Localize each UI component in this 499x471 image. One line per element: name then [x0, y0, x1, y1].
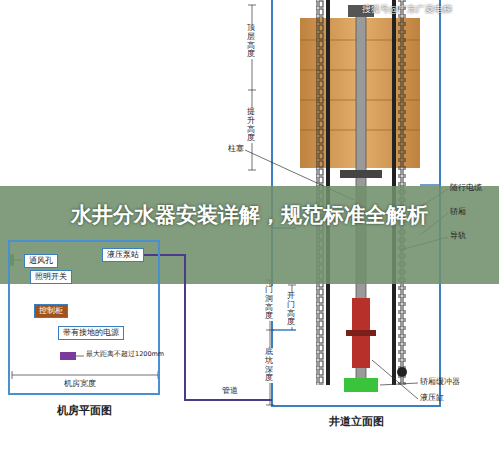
region-box: 机房平面图通风孔照明开关液压泵站控制柜带有接地的电源	[8, 240, 160, 395]
part-label: 最大距离不超过1200mm	[86, 351, 164, 359]
dimension-label: 提升高度	[247, 108, 255, 143]
dimension-label: 开门高度	[287, 292, 295, 327]
label-box: 通风孔	[24, 254, 58, 268]
part-name: 液压泵站	[107, 250, 139, 260]
part-name: 带有接地的电源	[63, 328, 119, 338]
plan-title: 机房平面图	[10, 403, 158, 418]
part-label: 液压缸	[420, 393, 444, 403]
page-title: 水井分水器安装详解，规范标准全解析	[20, 200, 479, 230]
label-box: 带有接地的电源	[58, 326, 124, 340]
pipe-label: 管道	[220, 386, 240, 396]
pipe-line	[144, 255, 272, 400]
plan-title: 井道立面图	[274, 414, 438, 429]
dimension-label: 顶层高度	[247, 24, 255, 59]
dimension-label: 门洞高度	[265, 286, 273, 321]
part-label: 轿厢缓冲器	[420, 377, 460, 387]
part-label: 机房宽度	[62, 379, 98, 389]
watermark: 搜狐号@广东广菱电梯	[362, 4, 452, 15]
part-label: 随行电缆	[450, 183, 482, 193]
label-box: 控制柜	[34, 304, 68, 318]
part-label: 轿厢	[450, 207, 466, 217]
dimension-label: 底坑深度	[265, 348, 273, 383]
region-box: 井道立面图	[272, 0, 440, 406]
part-name: 通风孔	[29, 256, 53, 266]
part-label: 柱塞	[228, 144, 244, 154]
part-label: 导轨	[450, 231, 466, 241]
part-name: 照明开关	[35, 272, 67, 282]
label-box: 照明开关	[30, 270, 72, 284]
label-box: 液压泵站	[102, 248, 144, 262]
part-name: 控制柜	[39, 306, 63, 316]
